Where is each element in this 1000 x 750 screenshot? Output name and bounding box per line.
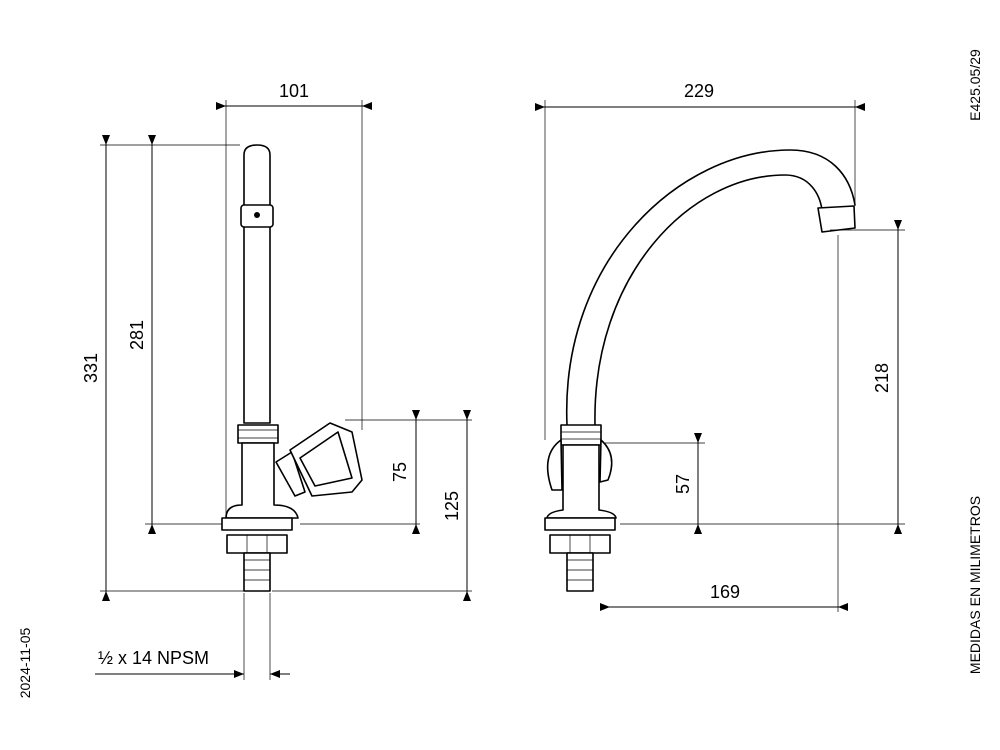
side-shank — [566, 552, 594, 592]
side-view: 229 218 57 169 — [535, 81, 905, 612]
side-reach-dim: 169 — [710, 582, 740, 602]
front-spout-height-dim: 281 — [127, 320, 147, 350]
side-locknut — [549, 534, 611, 554]
side-width-dim: 229 — [684, 81, 714, 101]
side-aerator — [817, 205, 856, 233]
front-handle-stem — [275, 451, 306, 497]
front-knurled-ring — [237, 424, 279, 444]
units-note: MEDIDAS EN MILIMETROS — [967, 496, 983, 674]
side-handle-left — [546, 439, 563, 491]
front-total-height-dim: 331 — [81, 353, 101, 383]
front-width-dim: 101 — [279, 81, 309, 101]
drawing-date: 2024-11-05 — [17, 628, 33, 699]
side-spout-outer — [566, 149, 856, 426]
side-handle-right — [599, 439, 613, 483]
front-flange — [221, 517, 293, 531]
front-view: 101 331 281 75 125 ½ x 14 NPSM — [81, 81, 472, 680]
side-flange — [544, 517, 616, 531]
thread-spec: ½ x 14 NPSM — [98, 648, 209, 668]
drawing-code: E425.05/29 — [967, 49, 983, 121]
front-handle-total-dim: 125 — [442, 491, 462, 521]
side-outlet-height-dim: 218 — [872, 363, 892, 393]
front-handle-knob — [289, 422, 363, 497]
side-spout-inner — [594, 174, 823, 426]
front-shank — [243, 552, 271, 592]
front-handle-height-dim: 75 — [390, 462, 410, 482]
front-spout-pipe — [243, 144, 271, 424]
side-body — [546, 444, 617, 519]
front-body — [225, 442, 299, 519]
side-knurled-ring — [560, 424, 602, 446]
collar-screw — [254, 212, 260, 218]
side-handle-height-dim: 57 — [673, 474, 693, 494]
front-locknut — [226, 534, 288, 554]
